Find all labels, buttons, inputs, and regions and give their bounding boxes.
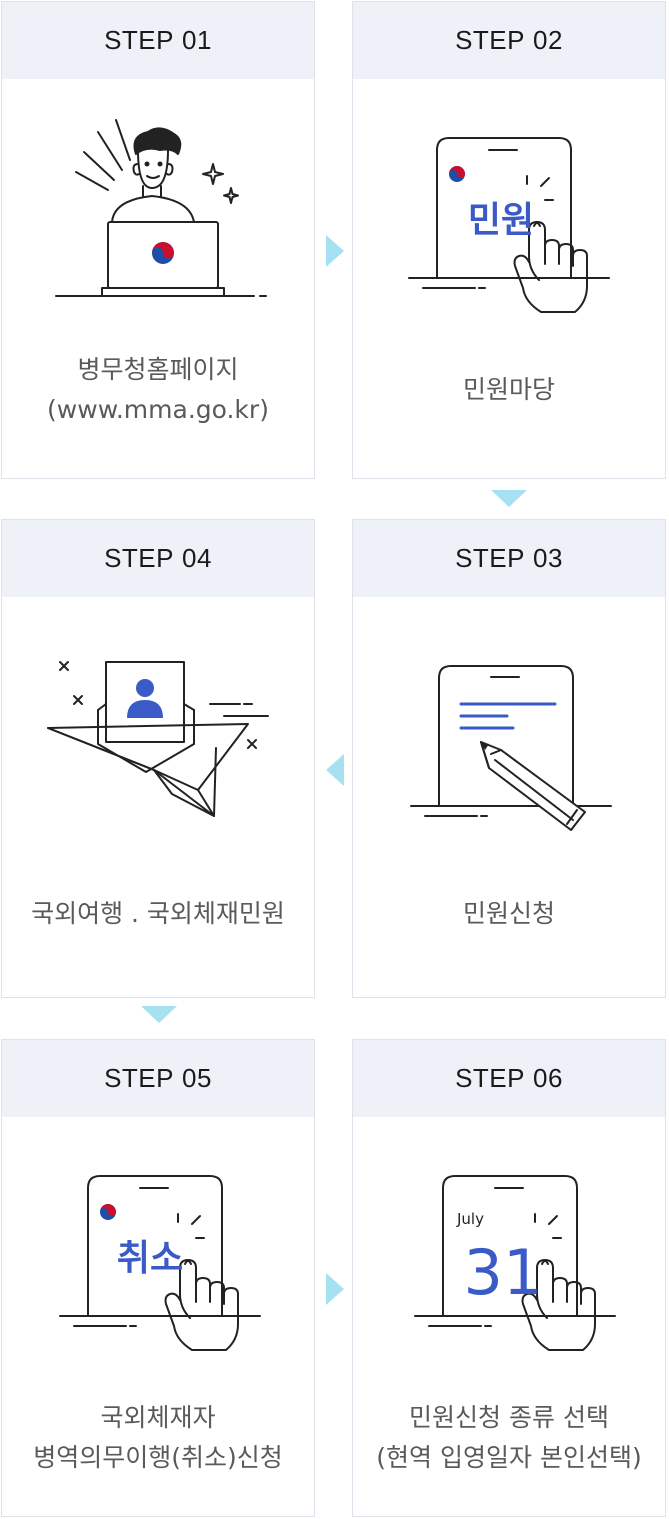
calendar-month: July bbox=[456, 1210, 484, 1228]
phone-tap-icon: 민원 bbox=[408, 137, 610, 313]
step-number: 03 bbox=[533, 543, 563, 573]
paper-plane-envelope-icon bbox=[47, 661, 269, 817]
step-header-06: STEP 06 bbox=[353, 1040, 665, 1117]
step-card-02: STEP 02 민원 민원마당 bbox=[352, 1, 666, 479]
step-label: STEP bbox=[104, 25, 174, 55]
step-caption-line1: 국외체재자 bbox=[100, 1403, 216, 1432]
step-header-05: STEP 05 bbox=[2, 1040, 314, 1117]
step-number: 06 bbox=[533, 1063, 563, 1093]
step-caption-line1: 민원신청 종류 선택 bbox=[409, 1403, 609, 1432]
step-number: 02 bbox=[533, 25, 563, 55]
step-caption-line2: (현역 입영일자 본인선택) bbox=[376, 1443, 642, 1472]
step-header-01: STEP 01 bbox=[2, 2, 314, 79]
flow-arrow-down bbox=[141, 1006, 177, 1023]
step-card-03: STEP 03 민원신청 bbox=[352, 519, 666, 998]
step-label: STEP bbox=[104, 543, 174, 573]
step-header-03: STEP 03 bbox=[353, 520, 665, 597]
calendar-day: 31 bbox=[464, 1236, 543, 1309]
calendar-tap-icon: July 31 bbox=[414, 1175, 616, 1351]
step-caption-line2: 병역의무이행(취소)신청 bbox=[33, 1443, 283, 1472]
step-number: 05 bbox=[182, 1063, 212, 1093]
step-caption-line1: 국외여행 . 국외체재민원 bbox=[31, 899, 285, 928]
screen-text: 취소 bbox=[117, 1238, 183, 1279]
step-card-05: STEP 05 취소 국외체재자 병역의무이행(취소)신청 bbox=[1, 1039, 315, 1517]
screen-text: 민원 bbox=[468, 200, 534, 241]
document-pencil-icon bbox=[410, 665, 612, 831]
step-label: STEP bbox=[455, 543, 525, 573]
step-label: STEP bbox=[455, 1063, 525, 1093]
step-caption-line2: (www.mma.go.kr) bbox=[47, 395, 269, 424]
step-label: STEP bbox=[104, 1063, 174, 1093]
flow-arrow-right bbox=[326, 235, 344, 267]
step-card-04: STEP 04 국외여행 . 국외체재민원 bbox=[1, 519, 315, 998]
flow-arrow-down bbox=[491, 490, 527, 507]
step-header-02: STEP 02 bbox=[353, 2, 665, 79]
step-card-06: STEP 06 July 31 민원신청 종류 선택 (현역 입영일자 본인선택) bbox=[352, 1039, 666, 1517]
phone-tap-icon: 취소 bbox=[59, 1175, 261, 1351]
step-card-01: STEP 01 bbox=[1, 1, 315, 479]
flow-arrow-left bbox=[326, 754, 344, 786]
step-number: 04 bbox=[182, 543, 212, 573]
person-laptop-icon bbox=[55, 119, 267, 297]
step-number: 01 bbox=[182, 25, 212, 55]
step-caption-line1: 병무청홈페이지 bbox=[77, 355, 239, 384]
step-label: STEP bbox=[455, 25, 525, 55]
step-caption-line1: 민원신청 bbox=[462, 899, 555, 928]
flow-arrow-right bbox=[326, 1273, 344, 1305]
step-header-04: STEP 04 bbox=[2, 520, 314, 597]
step-caption-line1: 민원마당 bbox=[462, 375, 555, 404]
